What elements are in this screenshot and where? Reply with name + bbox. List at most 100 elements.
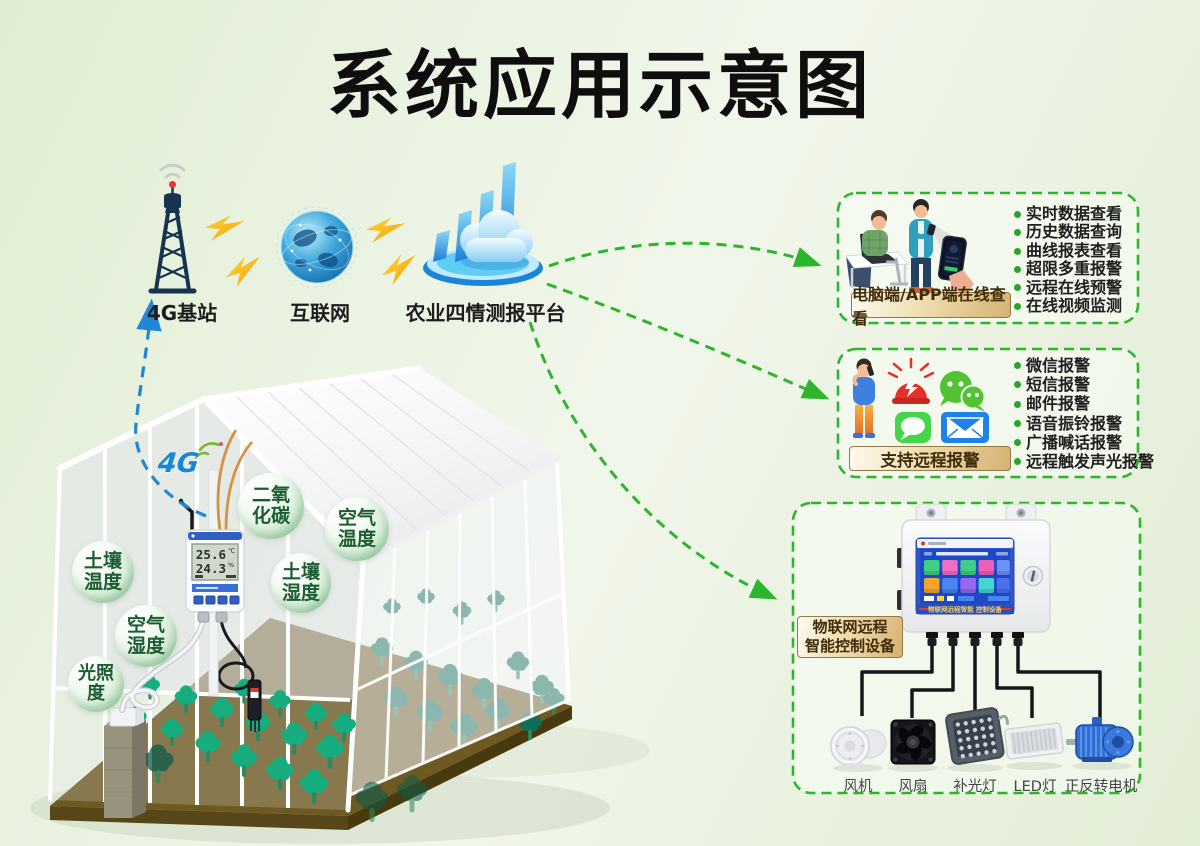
list-item-text: 实时数据查看 <box>1026 204 1123 223</box>
remote-alarm-icons <box>852 357 989 443</box>
bullet-icon <box>1014 438 1021 446</box>
internet-globe-icon <box>276 206 358 288</box>
4g-tower-icon <box>148 163 197 294</box>
device-label-led-light: LED灯 <box>1013 779 1057 795</box>
bullet-icon <box>1014 381 1021 389</box>
list-item-text: 远程在线预警 <box>1026 277 1123 297</box>
bullet-icon <box>1014 210 1021 218</box>
list-item-text: 远程触发声光报警 <box>1026 452 1155 472</box>
bullet-icon <box>1014 302 1021 310</box>
lightning-icons-left <box>204 215 260 288</box>
device-shadows <box>833 762 1132 772</box>
bullet-icon <box>1014 229 1021 237</box>
device-label-grow-light: 补光灯 <box>953 779 997 795</box>
4g-badge: 4G <box>156 448 201 479</box>
device-label-fan: 风机 <box>843 779 873 795</box>
pc-app-users-icon <box>845 199 974 294</box>
bubble-text: 空气 <box>126 614 165 636</box>
bubble-text: 土壤 <box>83 550 122 572</box>
bubble-text: 温度 <box>83 571 122 593</box>
controller-box: 物联网远程智能 控制设备 <box>897 503 1051 646</box>
bubble-text: 二氧 <box>251 484 290 506</box>
control-cables <box>860 646 1102 722</box>
email-icon <box>941 412 989 443</box>
bubble-soil-humidity: 土壤湿度 <box>271 553 331 613</box>
axial-fan-icon <box>890 719 936 765</box>
list-item: 微信报警 <box>1014 356 1154 375</box>
duct-fan-icon <box>830 726 887 767</box>
bubble-co2: 二氧化碳 <box>238 473 304 539</box>
device-label-axial-fan: 风扇 <box>898 779 928 795</box>
lcd-hum-unit: % <box>228 561 234 569</box>
bubble-text: 湿度 <box>281 582 320 604</box>
tower-label: 4G基站 <box>146 301 218 325</box>
panel-view-list: 实时数据查看 历史数据查询 曲线报表查看 超限多重报警 远程在线预警 在线视频监… <box>1014 204 1123 316</box>
list-item-text: 邮件报警 <box>1026 394 1091 414</box>
list-item-text: 广播喊话报警 <box>1026 432 1123 452</box>
panel-alarm-list: 微信报警 短信报警 邮件报警 语音振铃报警 广播喊话报警 远程触发声光报警 <box>1014 356 1154 471</box>
lcd-temp-value: 25.6 <box>196 547 226 562</box>
sms-icon <box>895 412 931 443</box>
siren-icon <box>887 357 935 404</box>
bullet-icon <box>1014 400 1021 408</box>
list-item-text: 微信报警 <box>1026 356 1091 375</box>
bullet-icon <box>1014 419 1021 427</box>
list-item-text: 曲线报表查看 <box>1026 240 1123 260</box>
device-label-motor: 正反转电机 <box>1064 779 1138 795</box>
list-item: 邮件报警 <box>1014 394 1154 413</box>
lcd-temp-unit: ℃ <box>228 547 235 555</box>
flow-arrows <box>528 241 830 600</box>
list-item: 广播喊话报警 <box>1014 433 1154 452</box>
panel-control-label-line2: 智能控制设备 <box>804 637 895 655</box>
4g-signal-icon <box>194 442 223 460</box>
panel-control-label-line1: 物联网远程 <box>812 618 888 636</box>
grow-light-icon <box>945 707 1009 765</box>
list-item: 超限多重报警 <box>1014 259 1123 279</box>
bullet-icon <box>1014 265 1021 273</box>
bubble-soil-temperature: 土壤温度 <box>72 541 134 603</box>
list-item: 远程触发声光报警 <box>1014 452 1154 471</box>
list-item-text: 历史数据查询 <box>1026 222 1123 242</box>
lightning-icons-right <box>365 217 416 286</box>
bubble-text: 空气 <box>337 507 376 529</box>
bubble-text: 湿度 <box>126 635 165 657</box>
bubble-light-intensity: 光照度 <box>68 656 124 712</box>
platform-label: 农业四情测报平台 <box>405 301 566 325</box>
soil-probe <box>247 679 262 732</box>
panel-control-border <box>791 501 1142 795</box>
bullet-icon <box>1014 362 1021 370</box>
pillar <box>104 704 146 818</box>
greenhouse-illustration: 25.6 ℃ 24.3 % <box>30 365 650 844</box>
list-item: 在线视频监测 <box>1014 296 1123 316</box>
motor-icon <box>1066 717 1134 762</box>
uplink-dashed-line <box>134 298 207 518</box>
wechat-icon <box>940 371 986 412</box>
list-item: 语音振铃报警 <box>1014 414 1154 433</box>
sensor-device: 25.6 ℃ 24.3 % <box>178 498 245 623</box>
list-item: 历史数据查询 <box>1014 222 1123 242</box>
list-item-text: 短信报警 <box>1026 375 1091 395</box>
bullet-icon <box>1014 458 1021 466</box>
bullet-icon <box>1014 247 1021 255</box>
bubble-text: 度 <box>87 683 105 704</box>
bubble-air-humidity: 空气湿度 <box>115 605 177 667</box>
list-item-text: 超限多重报警 <box>1026 259 1123 279</box>
bubble-air-temperature: 空气温度 <box>325 497 389 561</box>
list-item: 实时数据查看 <box>1014 204 1123 223</box>
list-item: 曲线报表查看 <box>1014 240 1123 260</box>
panel-view-label: 电脑端/APP端在线查看 <box>851 285 1011 328</box>
internet-label: 互联网 <box>290 301 350 325</box>
bubble-text: 化碳 <box>251 505 290 527</box>
list-item-text: 语音振铃报警 <box>1026 413 1123 433</box>
list-item: 远程在线预警 <box>1014 277 1123 297</box>
page-title: 系统应用示意图 <box>327 43 873 129</box>
led-panel-icon <box>1004 722 1064 760</box>
panel-alarm-label: 支持远程报警 <box>849 446 1011 471</box>
bubble-text: 光照 <box>78 663 114 684</box>
bubble-text: 土壤 <box>281 561 320 583</box>
list-item: 短信报警 <box>1014 375 1154 394</box>
list-item-text: 在线视频监测 <box>1026 296 1123 316</box>
bubble-text: 温度 <box>337 528 376 550</box>
